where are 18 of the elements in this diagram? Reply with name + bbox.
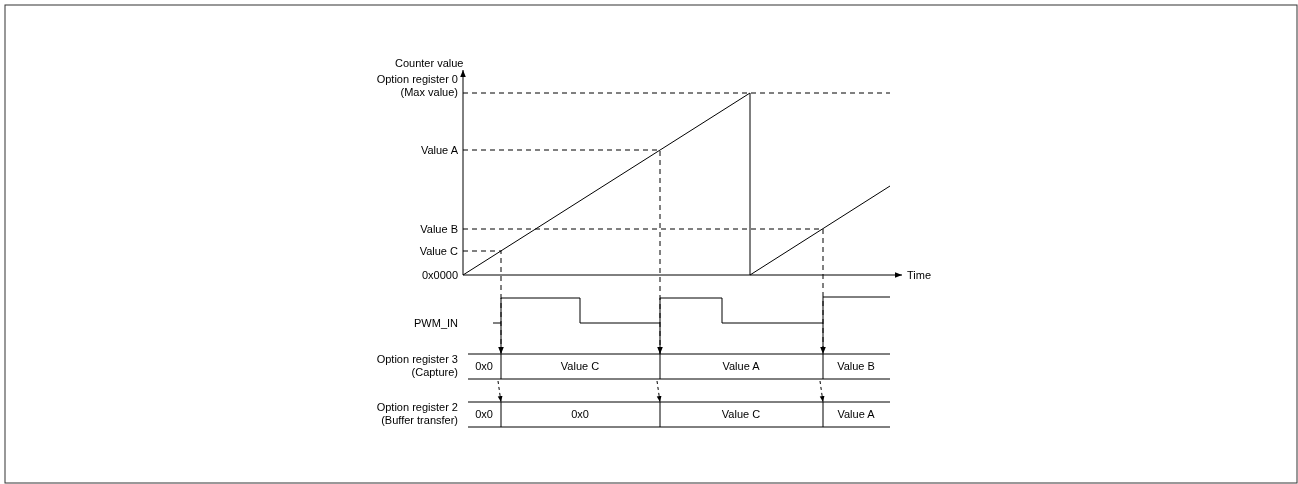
register-value: Value B xyxy=(837,359,875,372)
tick-label: Option register 0 (Max value) xyxy=(376,73,458,98)
register-value: 0x0 xyxy=(571,407,589,420)
tick-label: Value A xyxy=(420,143,458,156)
register-value: 0x0 xyxy=(475,359,493,372)
register-value: Value C xyxy=(560,359,600,372)
register-value: Value A xyxy=(837,407,875,420)
register-value: Value A xyxy=(722,359,760,372)
register-value: Value C xyxy=(721,407,761,420)
register-value: 0x0 xyxy=(475,407,493,420)
tick-label: 0x0000 xyxy=(421,268,458,281)
axis-title: Counter value xyxy=(395,56,464,69)
tick-label: Value B xyxy=(420,222,458,235)
register-label: Option register 3 (Capture) xyxy=(376,353,458,378)
tick-label: Value C xyxy=(419,244,458,257)
signal-label: PWM_IN xyxy=(414,316,458,329)
register-label: Option register 2 (Buffer transfer) xyxy=(376,401,458,426)
axis-title: Time xyxy=(907,268,932,281)
